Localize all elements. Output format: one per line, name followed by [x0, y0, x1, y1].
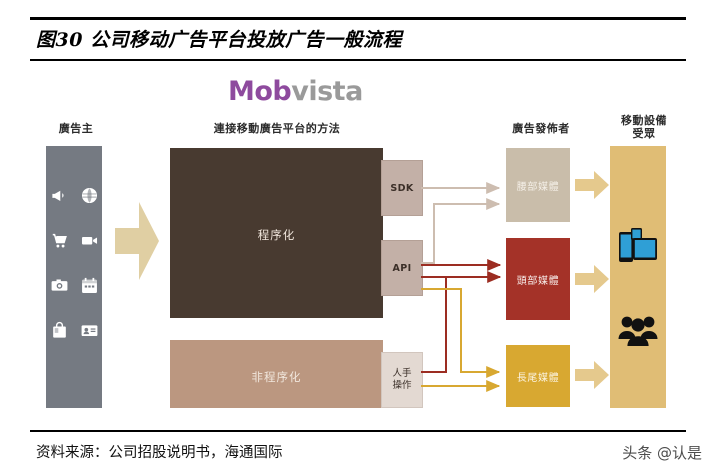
- method-box-nonprogrammatic: 非程序化: [170, 340, 383, 408]
- people-group-icon: [618, 316, 658, 346]
- camera-icon: [51, 279, 67, 291]
- shopping-bag-icon: [52, 321, 66, 338]
- video-camera-icon: [81, 236, 97, 245]
- advertiser-column: [46, 146, 102, 408]
- connector-box-api: API: [381, 240, 423, 296]
- title-rule-top: [30, 17, 686, 20]
- publisher-box-longtail-media: 長尾媒體: [506, 345, 570, 407]
- connector-box-manual-line1: 人手: [392, 368, 412, 379]
- source-rule: [30, 430, 686, 432]
- publisher-box-waist-media: 腰部媒體: [506, 148, 570, 222]
- column-header-publisher: 廣告發佈者: [512, 122, 570, 135]
- globe-icon: [81, 187, 97, 204]
- column-header-audience-line2: 受眾: [632, 127, 656, 140]
- column-header-advertiser: 廣告主: [58, 122, 94, 135]
- method-box-programmatic: 程序化: [170, 148, 383, 318]
- calendar-icon: [81, 277, 97, 293]
- column-header-audience-line1: 移動設備: [621, 114, 667, 127]
- advertiser-icon-grid: [46, 186, 102, 340]
- logo-text-secondary: vista: [291, 76, 363, 107]
- arrow-publisher-to-audience-1-icon: [575, 171, 609, 199]
- audience-column: [610, 146, 666, 408]
- connector-box-manual: 人手 操作: [381, 352, 423, 408]
- column-header-method: 連接移動廣告平台的方法: [213, 122, 341, 135]
- page-title: 图30 公司移动广告平台投放广告一般流程: [36, 29, 403, 51]
- megaphone-icon: [51, 190, 64, 202]
- shopping-cart-icon: [52, 233, 67, 248]
- publisher-box-head-media: 頭部媒體: [506, 238, 570, 320]
- arrow-publisher-to-audience-3-icon: [575, 361, 609, 389]
- watermark-text: 头条 @认是: [622, 444, 702, 462]
- mobile-devices-icon: [619, 228, 657, 262]
- logo-text-primary: Mob: [228, 76, 292, 107]
- title-rule-bottom: [30, 59, 686, 61]
- column-header-audience: 移動設備 受眾: [598, 114, 690, 140]
- connector-box-manual-line2: 操作: [392, 380, 412, 391]
- id-card-icon: [81, 325, 97, 337]
- mobvista-logo: Mobvista: [228, 76, 363, 107]
- arrow-advertiser-to-method-icon: [115, 202, 159, 280]
- method-box-programmatic-label: 程序化: [257, 228, 296, 242]
- method-box-nonprogrammatic-label: 非程序化: [251, 370, 302, 384]
- connector-box-sdk: SDK: [381, 160, 423, 216]
- source-note: 资料来源：公司招股说明书，海通国际: [36, 445, 283, 461]
- arrow-publisher-to-audience-2-icon: [575, 265, 609, 293]
